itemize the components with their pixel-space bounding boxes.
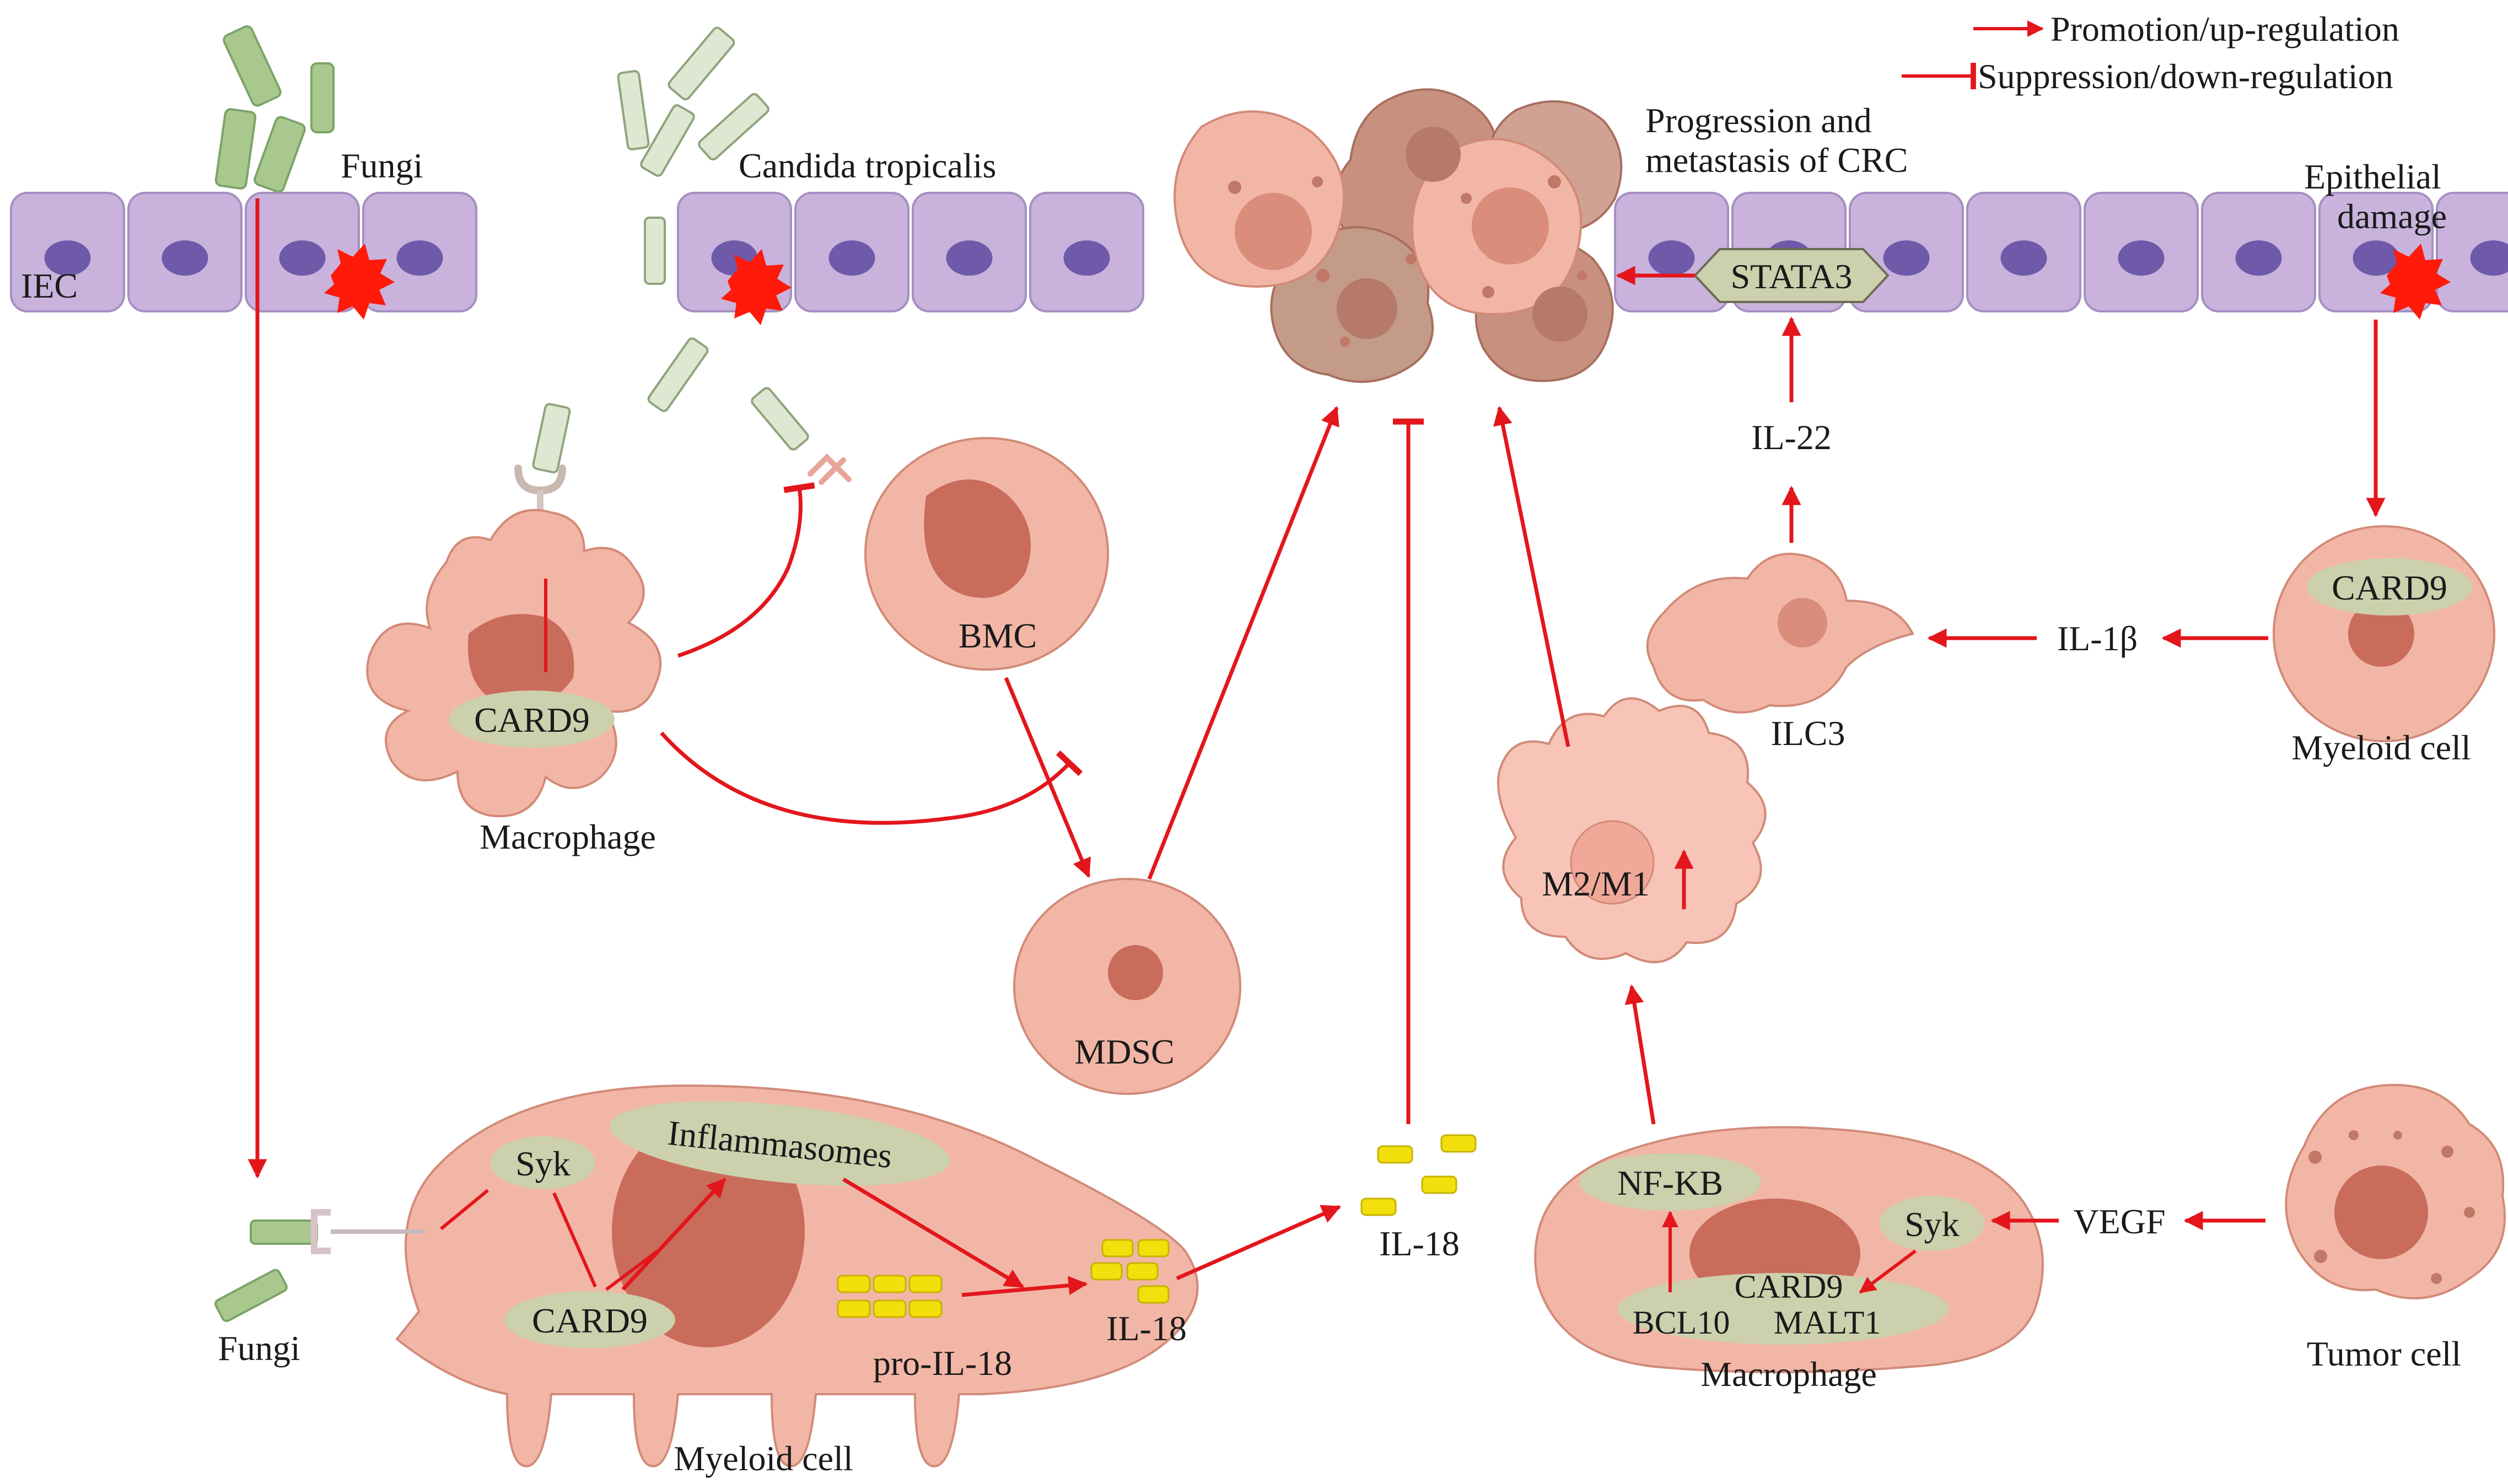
tumor-nucleus (1532, 287, 1587, 342)
arrow-mdsc-to-crc (1149, 408, 1337, 879)
epithelial-nucleus (279, 240, 326, 276)
epithelial-nucleus (1649, 240, 1695, 276)
card9-label-right: CARD9 (2332, 568, 2447, 607)
syk-label-right: Syk (1904, 1205, 1960, 1244)
ilc3-label: ILC3 (1770, 714, 1845, 753)
iec-label: IEC (21, 266, 78, 305)
tumor-nucleus (1406, 127, 1461, 182)
fungus-rod-icon (532, 403, 571, 473)
epithelial-nucleus (1064, 240, 1110, 276)
card9-label-macrophage: CARD9 (474, 700, 590, 740)
fungus-rod-icon (750, 386, 810, 451)
fungus-rod-icon (311, 63, 333, 132)
arrow-m2m1-to-crc (1499, 408, 1568, 747)
arrow-il18-secreted (1177, 1207, 1339, 1278)
fungus-rod-icon (647, 337, 709, 413)
progression-label-line2: metastasis of CRC (1645, 141, 1908, 180)
tumor-nucleus (1337, 278, 1397, 339)
vegf-label: VEGF (2073, 1202, 2165, 1241)
il22-label: IL-22 (1751, 418, 1832, 457)
pro-il18-label: pro-IL-18 (873, 1343, 1012, 1383)
macrophage-left-label: Macrophage (480, 817, 656, 856)
il18-inside-label: IL-18 (1106, 1309, 1187, 1348)
legend-suppression-label: Suppression/down-regulation (1978, 57, 2393, 96)
progression-label-line1: Progression and (1645, 101, 1872, 140)
fungus-rod-icon (216, 109, 256, 189)
m2m1-label: M2/M1 (1542, 864, 1650, 903)
fungus-rod-icon (214, 1269, 288, 1323)
inhibit-macrophage-to-mdsc (661, 733, 1069, 823)
epithelial-nucleus (1883, 240, 1930, 276)
macrophage-right-label: Macrophage (1700, 1355, 1877, 1394)
legend: Promotion/up-regulation Suppression/down… (1902, 9, 2399, 96)
tumor-nucleus (1472, 187, 1549, 265)
fungus-rod-icon (667, 26, 735, 101)
card9-label-right-macrophage: CARD9 (1735, 1269, 1843, 1305)
arrow-bmc-to-mdsc (1006, 678, 1089, 876)
epithelial-nucleus (946, 240, 993, 276)
bmc-receptor-icon (810, 457, 849, 482)
myeloid-cell-bottom-label: Myeloid cell (674, 1439, 853, 1478)
tumor-cell-cluster (1175, 89, 1621, 382)
inhibit-macrophage-to-bmc (678, 488, 801, 656)
fungus-rod-icon (222, 25, 282, 107)
syk-label-left: Syk (515, 1144, 571, 1183)
card9-label-bottom: CARD9 (532, 1301, 648, 1340)
nfkb-label: NF-KB (1617, 1163, 1723, 1202)
ilc3-nucleus (1778, 598, 1827, 647)
tumor-nucleus (1235, 193, 1312, 270)
fungi-bottom-label: Fungi (218, 1329, 300, 1368)
il18-free-blocks (1361, 1135, 1476, 1215)
bmc-label: BMC (959, 616, 1037, 655)
epithelial-nucleus (2236, 240, 2282, 276)
myeloid-cell-right-label: Myeloid cell (2291, 728, 2471, 767)
tumor-cell-right-nucleus (2334, 1165, 2428, 1259)
stat3-label: STATA3 (1731, 257, 1853, 296)
mdsc-label: MDSC (1074, 1032, 1174, 1071)
fungus-rod-icon (645, 218, 665, 284)
malt1-label: MALT1 (1774, 1304, 1881, 1341)
arrow-macrophage-to-m2m1 (1632, 986, 1654, 1124)
epithelial-damage-label-line1: Epithelial (2304, 157, 2441, 196)
bcl10-label: BCL10 (1633, 1304, 1730, 1341)
il18-free-label: IL-18 (1379, 1224, 1460, 1263)
epithelial-nucleus (829, 240, 875, 276)
epithelial-nucleus (2118, 240, 2165, 276)
fungus-rod-icon (253, 116, 306, 193)
fungi-top-label: Fungi (341, 146, 423, 185)
mdsc-nucleus (1108, 945, 1163, 1000)
fungi-cluster-top (216, 25, 333, 193)
tumor-cell-label: Tumor cell (2307, 1334, 2461, 1373)
legend-promotion-label: Promotion/up-regulation (2050, 9, 2399, 48)
candida-tropicalis-label: Candida tropicalis (739, 146, 996, 185)
dectin-receptor-icon (314, 1212, 331, 1251)
epithelial-nucleus (397, 240, 443, 276)
il1b-label: IL-1β (2057, 619, 2138, 658)
fungus-rod-icon (251, 1221, 317, 1244)
fungus-rod-icon (617, 71, 649, 150)
epithelial-damage-label-line2: damage (2337, 197, 2447, 236)
epithelial-nucleus (162, 240, 208, 276)
epithelial-nucleus (2001, 240, 2047, 276)
